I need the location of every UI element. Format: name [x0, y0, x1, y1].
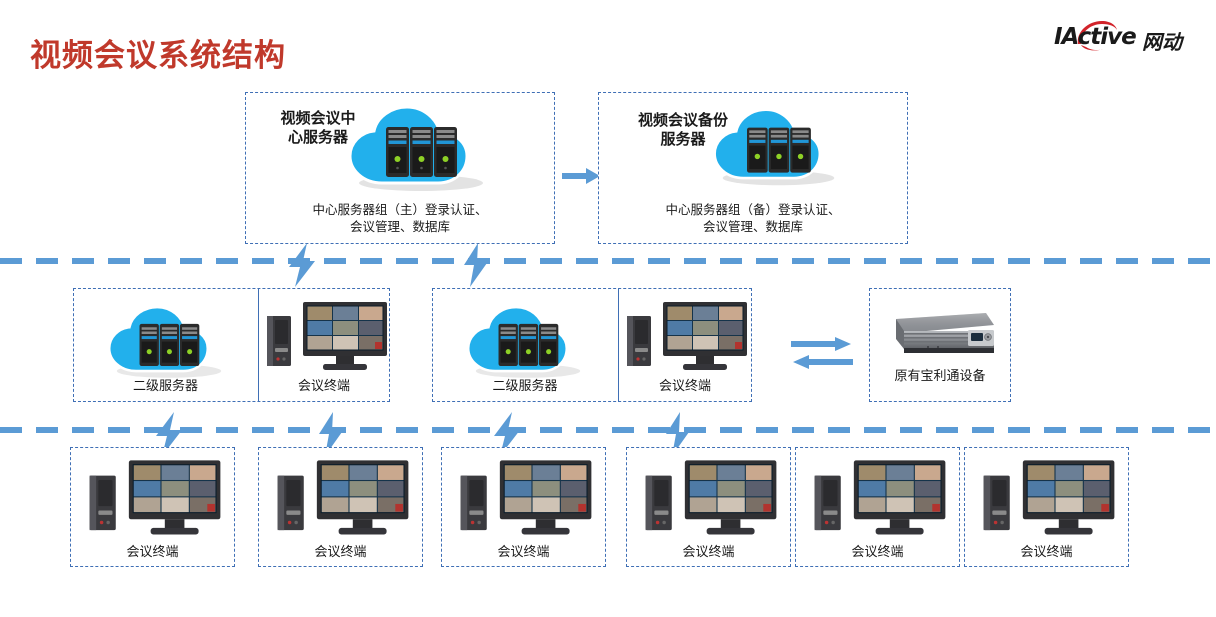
- conference-terminal-m2-label: 会议终端: [658, 379, 711, 394]
- center-server-title: 视频会议中 心服务器: [258, 109, 378, 147]
- logo-cn-text: 网动: [1142, 30, 1182, 54]
- cloud-server-icon: [464, 302, 592, 382]
- center-server-caption-line2: 会议管理、数据库: [349, 219, 450, 234]
- secondary-server-1-label: 二级服务器: [132, 379, 198, 394]
- brand-logo: IActive 网动: [1054, 20, 1194, 54]
- pc-monitor-icon: [641, 456, 781, 541]
- center-to-backup-arrow-icon: [562, 166, 602, 186]
- pc-monitor-icon: [623, 298, 751, 376]
- group-2-divider: [618, 288, 619, 402]
- lightning-bolt-icon: [490, 412, 524, 456]
- terminal-3-label: 会议终端: [497, 545, 550, 560]
- terminal-2-label: 会议终端: [314, 545, 367, 560]
- terminal-4-label: 会议终端: [682, 545, 735, 560]
- cloud-server-icon: [105, 302, 233, 382]
- pc-monitor-icon: [273, 456, 413, 541]
- terminal-box-4[interactable]: 会议终端: [626, 447, 791, 567]
- conference-terminal-m1-label: 会议终端: [297, 379, 350, 394]
- pc-monitor-icon: [85, 456, 225, 541]
- center-server-title-line1: 视频会议中: [280, 109, 356, 127]
- terminal-box-1[interactable]: 会议终端: [70, 447, 235, 567]
- network-bus-line-upper: [0, 258, 1216, 264]
- cloud-server-icon: [346, 101, 496, 196]
- terminal-box-3[interactable]: 会议终端: [441, 447, 606, 567]
- pc-monitor-icon: [456, 456, 596, 541]
- lightning-bolt-icon: [313, 412, 347, 456]
- backup-server-box[interactable]: 视频会议备份 服务器: [598, 92, 908, 244]
- terminal-6-label: 会议终端: [1020, 545, 1073, 560]
- terminal-5-label: 会议终端: [851, 545, 904, 560]
- terminal-box-6[interactable]: 会议终端: [964, 447, 1129, 567]
- network-bus-line-lower: [0, 427, 1216, 433]
- group-1-divider: [258, 288, 259, 402]
- pc-monitor-icon: [810, 456, 950, 541]
- terminal-box-2[interactable]: 会议终端: [258, 447, 423, 567]
- backup-server-caption-line1: 中心服务器组（备）登录认证、: [665, 202, 841, 217]
- legacy-device-box[interactable]: 原有宝利通设备: [869, 288, 1011, 402]
- lightning-bolt-icon: [660, 412, 694, 456]
- center-server-caption-line1: 中心服务器组（主）登录认证、: [312, 202, 488, 217]
- center-server-title-line2: 心服务器: [287, 128, 348, 146]
- center-server-caption: 中心服务器组（主）登录认证、 会议管理、数据库: [246, 201, 554, 235]
- secondary-server-2-label: 二级服务器: [492, 379, 558, 394]
- rack-mcu-icon: [882, 303, 1000, 361]
- lightning-bolt-icon: [458, 243, 492, 287]
- center-server-box[interactable]: 视频会议中 心服务器: [245, 92, 555, 244]
- pc-monitor-icon: [263, 298, 391, 376]
- cloud-server-icon: [711, 103, 846, 191]
- backup-server-caption-line2: 会议管理、数据库: [702, 219, 803, 234]
- lightning-bolt-icon: [152, 412, 186, 456]
- lightning-bolt-icon: [285, 243, 319, 287]
- backup-server-title: 视频会议备份 服务器: [613, 111, 753, 149]
- arrow-bidirectional-icon: [789, 337, 855, 373]
- page-title: 视频会议系统结构: [30, 38, 286, 74]
- backup-server-title-line1: 视频会议备份: [637, 111, 728, 129]
- terminal-1-label: 会议终端: [126, 545, 179, 560]
- terminal-box-5[interactable]: 会议终端: [795, 447, 960, 567]
- logo-latin-text: IActive: [1054, 24, 1137, 50]
- pc-monitor-icon: [979, 456, 1119, 541]
- legacy-device-label: 原有宝利通设备: [894, 369, 986, 384]
- backup-server-caption: 中心服务器组（备）登录认证、 会议管理、数据库: [599, 201, 907, 235]
- backup-server-title-line2: 服务器: [660, 130, 706, 148]
